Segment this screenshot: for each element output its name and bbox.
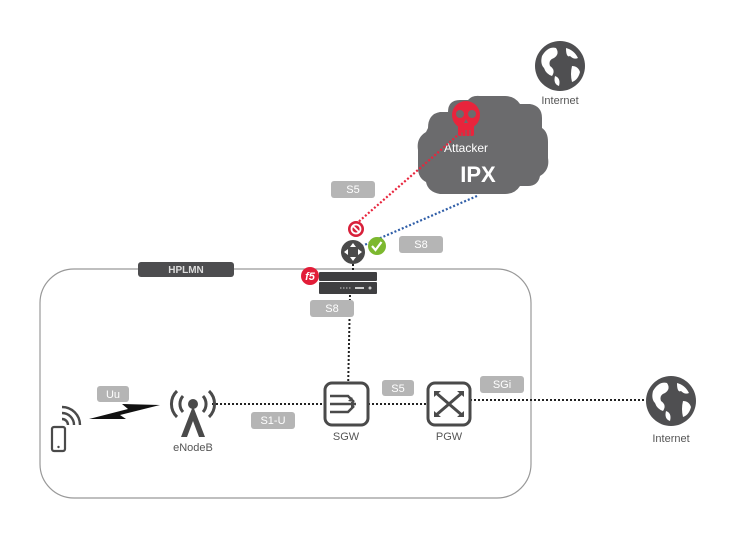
globe-icon: [535, 41, 585, 91]
wireless-signal-icon: [61, 405, 82, 426]
allowed-path-line: [361, 194, 478, 248]
interface-s1u: S1-U: [251, 412, 295, 429]
enodeb-node: eNodeB: [170, 389, 216, 454]
interface-s8-core: S8: [310, 300, 354, 317]
interface-s5-core: S5: [382, 380, 414, 396]
check-icon: [368, 237, 386, 255]
hplmn-label: HPLMN: [138, 262, 234, 277]
sgw-router-icon: [323, 381, 370, 427]
router-icon: [341, 240, 365, 264]
pgw-node: PGW: [426, 381, 472, 443]
interface-sgi: SGi: [480, 376, 524, 393]
hplmn-label-text: HPLMN: [168, 265, 204, 276]
enodeb-label: eNodeB: [173, 442, 213, 454]
pgw-label: PGW: [436, 431, 463, 443]
globe-icon: [646, 376, 696, 426]
f5-logo-icon: f5: [301, 267, 319, 285]
attack-path-line: [355, 127, 467, 225]
f5-logo-text: f5: [305, 271, 316, 283]
internet-top-label: Internet: [541, 95, 578, 107]
s5-core-text: S5: [391, 383, 404, 395]
s1u-text: S1-U: [260, 415, 285, 427]
ipx-title: IPX: [460, 162, 496, 187]
skull-icon: [452, 101, 480, 136]
blocked-icon: [348, 221, 364, 237]
sgw-node: SGW: [323, 381, 370, 443]
cell-tower-icon: [170, 389, 216, 437]
pgw-switch-icon: [426, 381, 472, 427]
s8-core-text: S8: [325, 303, 338, 315]
interface-s5-attack: S5: [331, 181, 375, 198]
uu-text: Uu: [106, 389, 120, 401]
hplmn-region: [39, 268, 532, 499]
firewall-appliance: [319, 272, 377, 294]
internet-right: Internet: [646, 376, 696, 445]
s5-attack-text: S5: [346, 184, 359, 196]
attacker-label: Attacker: [444, 141, 488, 155]
interface-s8-ipx: S8: [399, 236, 443, 253]
radio-link-bolt-icon: [89, 404, 160, 419]
sgi-text: SGi: [493, 379, 511, 391]
mobile-phone-icon: [50, 425, 67, 453]
internet-top: Internet: [535, 41, 585, 107]
sgw-label: SGW: [333, 431, 360, 443]
internet-right-label: Internet: [652, 433, 689, 445]
ipx-cloud: Attacker IPX: [417, 95, 549, 194]
interface-uu: Uu: [97, 386, 129, 402]
s8-ipx-text: S8: [414, 239, 427, 251]
